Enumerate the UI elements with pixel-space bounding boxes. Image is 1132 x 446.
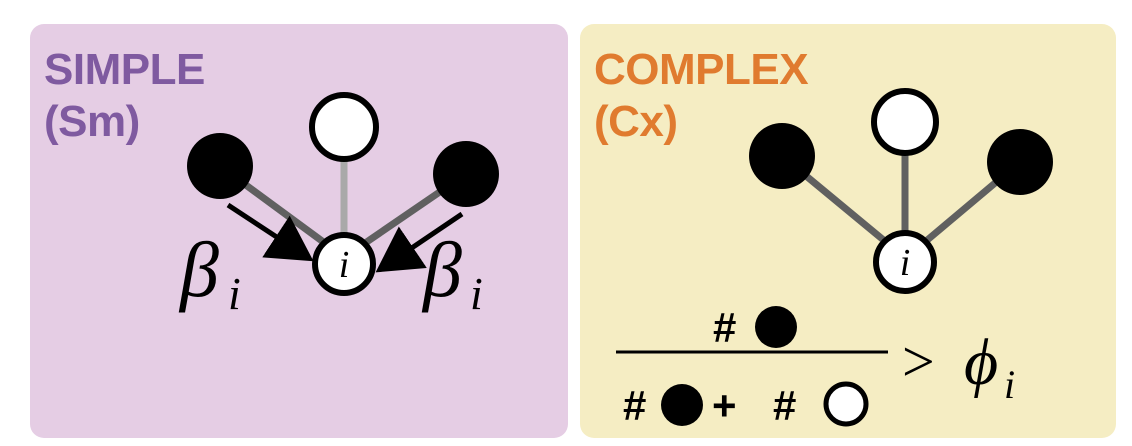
denominator-filled-dot-icon xyxy=(661,384,703,426)
simple-filled-node-right xyxy=(433,141,499,207)
simple-arrow-right xyxy=(375,211,464,273)
simple-empty-node-top xyxy=(309,92,379,162)
complex-center-node xyxy=(873,230,937,294)
complex-title-text: COMPLEX xyxy=(594,45,809,94)
simple-filled-node-left xyxy=(187,133,253,199)
complex-network-diagram: i # # + # > ϕ i xyxy=(616,88,1053,429)
complex-filled-node-right xyxy=(987,129,1053,195)
simple-arrow-left xyxy=(226,202,314,262)
complex-filled-node-left xyxy=(749,123,815,189)
numerator-hash: # xyxy=(713,304,736,351)
denominator-empty-dot-icon xyxy=(823,381,869,427)
threshold-comparator: > xyxy=(902,329,935,394)
denominator-hash-2: # xyxy=(773,382,796,429)
simple-contagion-panel: SIMPLE (Sm) i β i β i xyxy=(30,24,568,438)
numerator-filled-dot-icon xyxy=(755,306,797,348)
simple-beta-right: β xyxy=(421,226,462,313)
simple-center-label: i xyxy=(339,244,350,286)
simple-beta-right-subscript: i xyxy=(470,268,483,319)
denominator-hash-1: # xyxy=(623,382,646,429)
simple-title: SIMPLE (Sm) xyxy=(44,44,205,148)
denominator-plus: + xyxy=(712,382,737,429)
simple-beta-left-subscript: i xyxy=(228,268,241,319)
threshold-phi-subscript: i xyxy=(1004,362,1015,407)
complex-empty-node-top xyxy=(871,88,939,156)
complex-abbrev-text: (Cx) xyxy=(594,97,678,146)
complex-contagion-panel: COMPLEX (Cx) i # # + # > ϕ i xyxy=(580,24,1116,438)
simple-title-text: SIMPLE xyxy=(44,45,205,94)
simple-abbrev-text: (Sm) xyxy=(44,97,140,146)
complex-title: COMPLEX (Cx) xyxy=(594,44,809,148)
complex-center-label: i xyxy=(900,242,911,284)
threshold-phi: ϕ xyxy=(964,326,998,399)
simple-network-diagram: i β i β i xyxy=(178,92,499,319)
simple-beta-left: β xyxy=(178,226,219,313)
simple-center-node xyxy=(312,232,376,296)
